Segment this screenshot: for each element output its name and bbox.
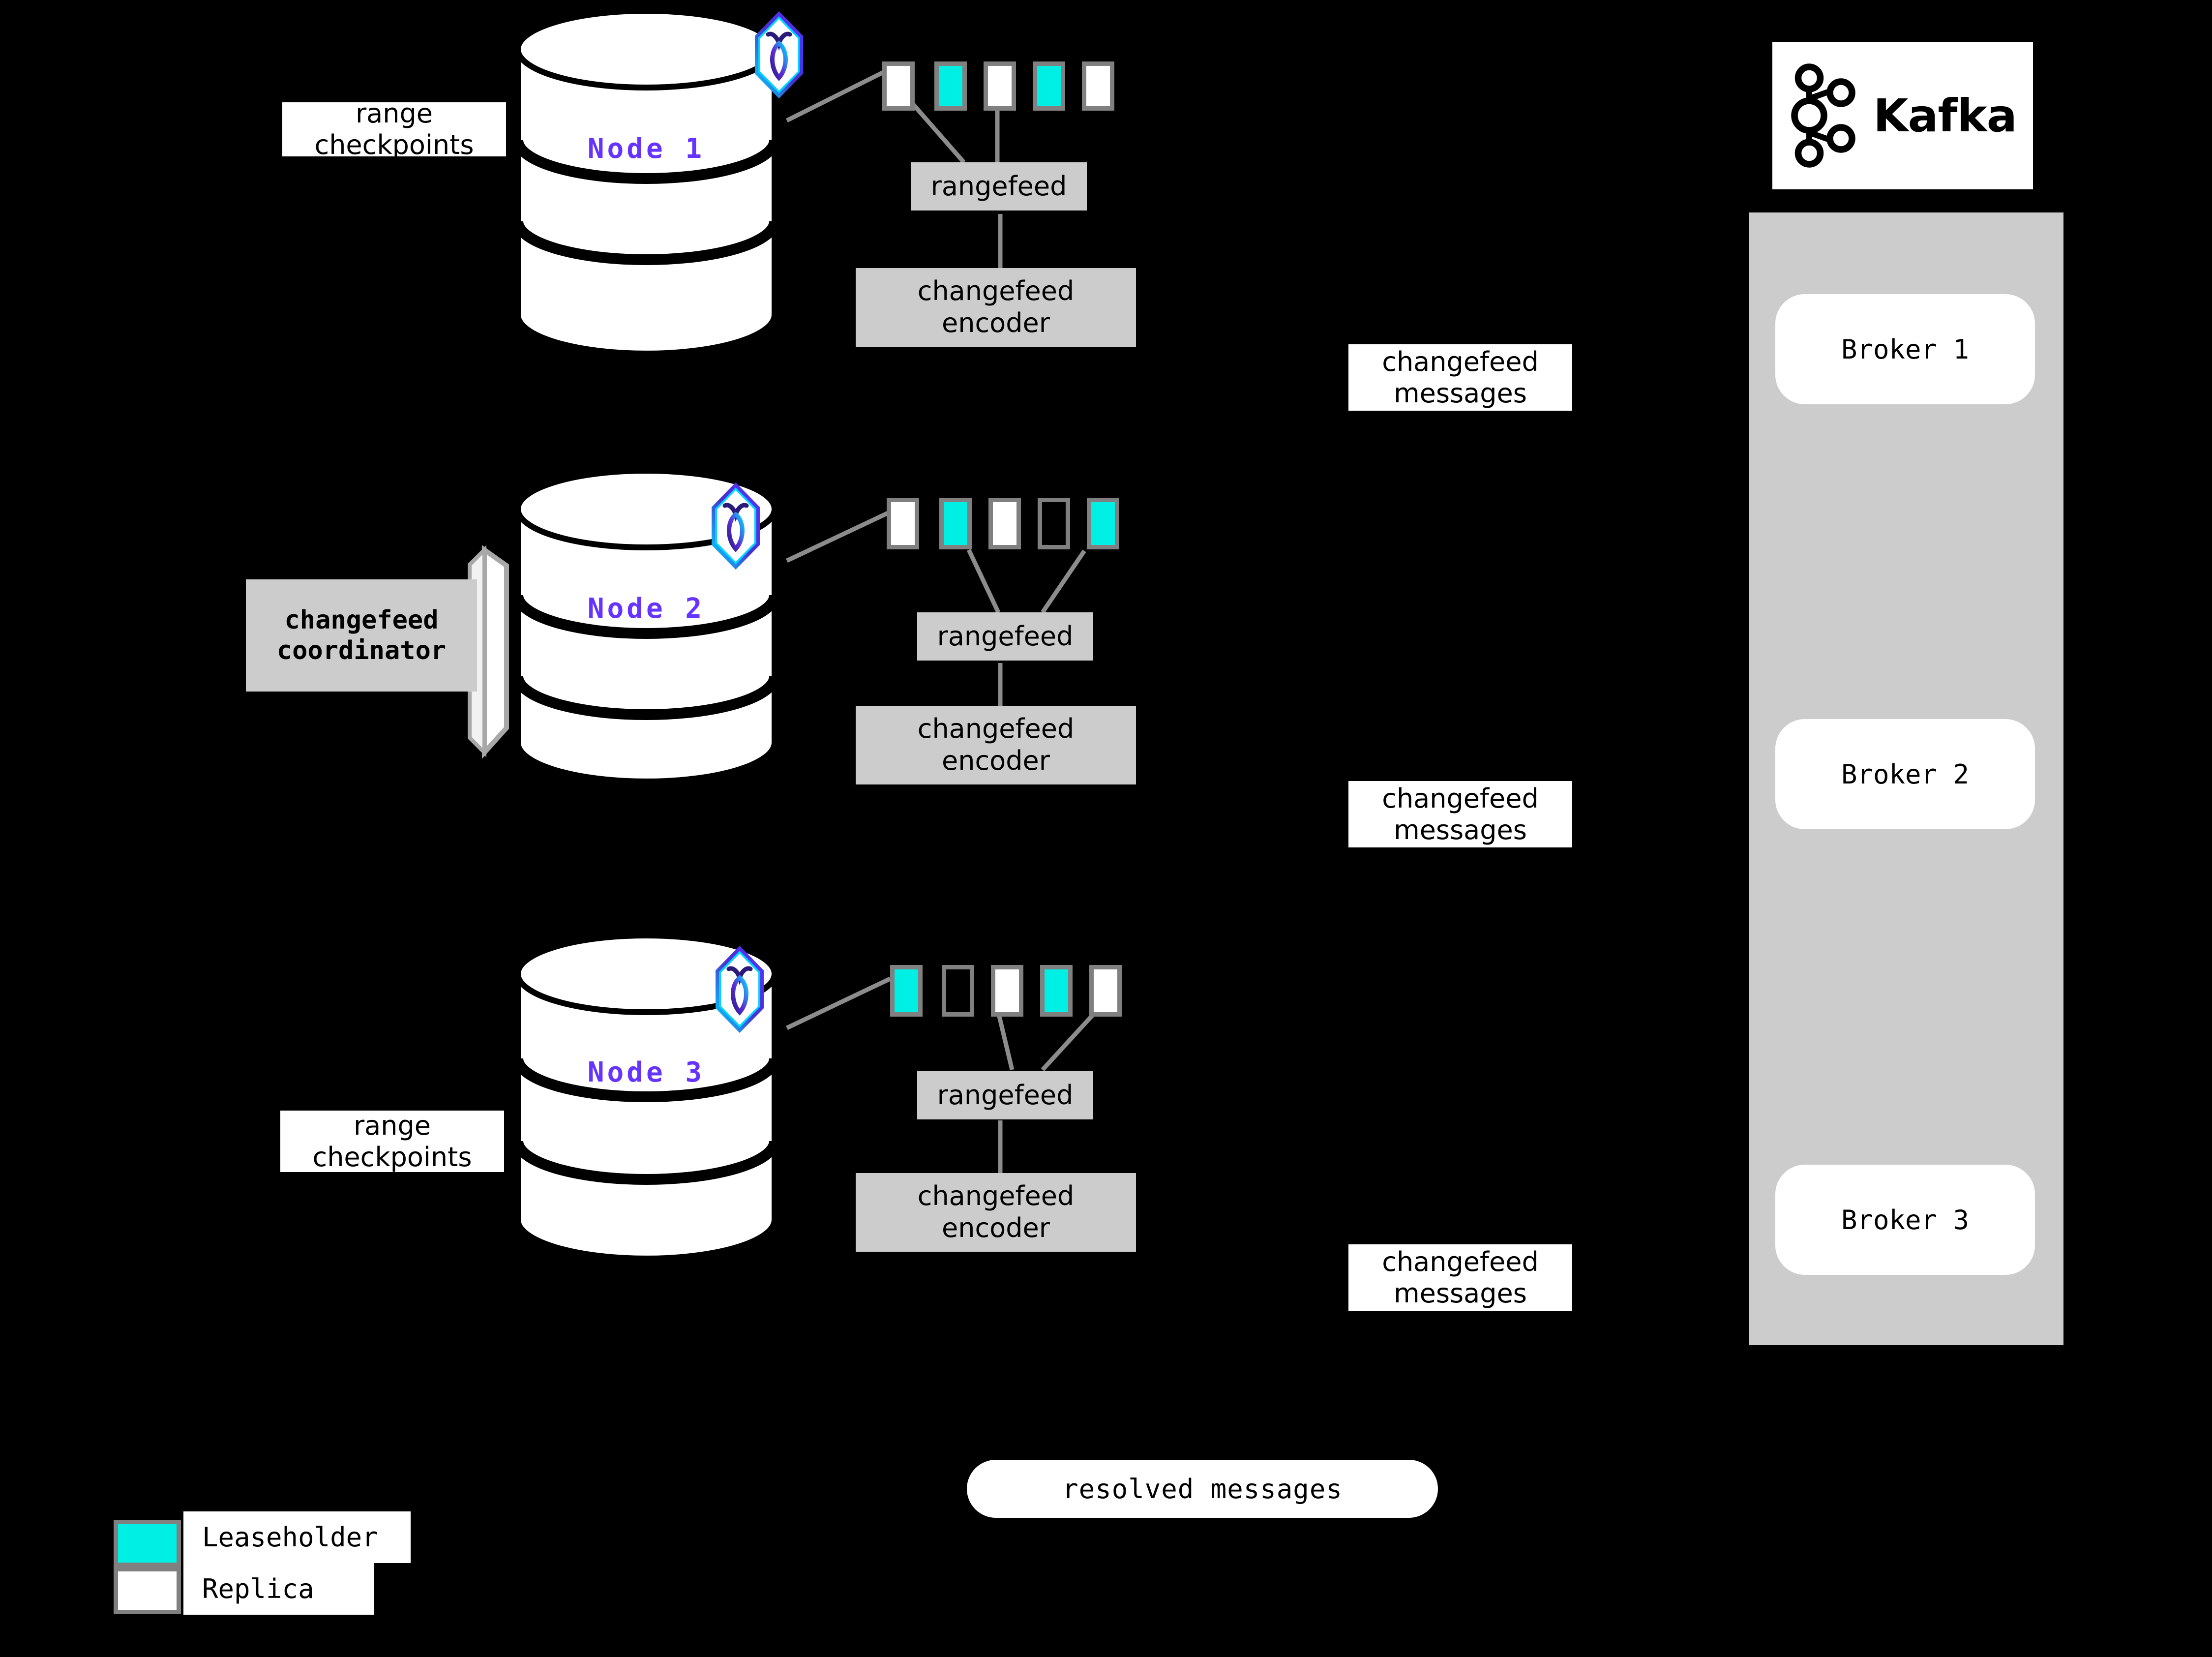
range-box	[1089, 965, 1122, 1017]
range-checkpoints-label-node-3: range checkpoints	[280, 1111, 504, 1172]
legend-label-replica: Replica	[183, 1563, 374, 1615]
range-box	[1087, 498, 1119, 549]
changefeed-encoder-box-node-2: changefeed encoder	[856, 706, 1136, 784]
rangefeed-box-node-3: rangefeed	[917, 1071, 1093, 1119]
node-1-label: Node 1	[587, 133, 705, 165]
changefeed-coordinator-connector	[468, 545, 509, 759]
node-2-cylinder	[512, 468, 780, 784]
node-3-connectors	[786, 976, 1099, 1173]
node-2-label: Node 2	[587, 593, 705, 625]
range-box	[1033, 61, 1065, 111]
changefeed-encoder-box-node-1: changefeed encoder	[856, 268, 1136, 347]
node-2-connectors	[786, 509, 1086, 716]
range-box	[988, 498, 1021, 549]
range-box	[1082, 61, 1114, 111]
node-3-label: Node 3	[587, 1056, 705, 1088]
node-3-cylinder	[512, 933, 780, 1262]
node-1-cylinder	[512, 8, 780, 357]
cockroachdb-logo-node-3	[716, 945, 764, 1033]
broker-box-1[interactable]: Broker 1	[1775, 294, 2035, 404]
broker-box-2[interactable]: Broker 2	[1775, 719, 2035, 829]
range-box	[887, 498, 919, 549]
legend-swatch-leaseholder	[114, 1520, 181, 1567]
kafka-wordmark: Kafka	[1873, 89, 2017, 142]
legend-label-leaseholder: Leaseholder	[183, 1511, 411, 1563]
legend-swatch-replica	[114, 1567, 181, 1614]
kafka-logo-box: Kafka	[1772, 42, 2033, 189]
range-box	[934, 61, 967, 111]
changefeed-encoder-box-node-3: changefeed encoder	[856, 1173, 1136, 1252]
range-box	[991, 965, 1023, 1017]
kafka-inbound-arrow	[2065, 331, 2100, 348]
cockroachdb-logo-node-1	[755, 11, 803, 99]
changefeed-messages-label-node-2: changefeed messages	[1348, 781, 1572, 847]
rangefeed-box-node-1: rangefeed	[911, 162, 1087, 211]
range-box	[984, 61, 1016, 111]
range-box	[882, 61, 915, 111]
rangefeed-box-node-2: rangefeed	[917, 612, 1093, 661]
changefeed-coordinator-box: changefeed coordinator	[246, 579, 477, 692]
range-box	[1038, 498, 1070, 549]
node-1-connectors	[785, 66, 1003, 268]
range-box	[942, 965, 974, 1017]
changefeed-messages-label-node-3: changefeed messages	[1348, 1244, 1572, 1311]
changefeed-messages-label-node-1: changefeed messages	[1348, 344, 1572, 411]
range-box	[890, 965, 923, 1017]
cockroachdb-logo-node-2	[712, 482, 760, 570]
kafka-logo	[1791, 63, 1855, 168]
range-box	[1040, 965, 1073, 1017]
range-checkpoints-label-node-1: range checkpoints	[282, 102, 506, 156]
resolved-messages-pill: resolved messages	[967, 1460, 1438, 1518]
range-box	[939, 498, 972, 549]
broker-box-3[interactable]: Broker 3	[1775, 1165, 2035, 1275]
